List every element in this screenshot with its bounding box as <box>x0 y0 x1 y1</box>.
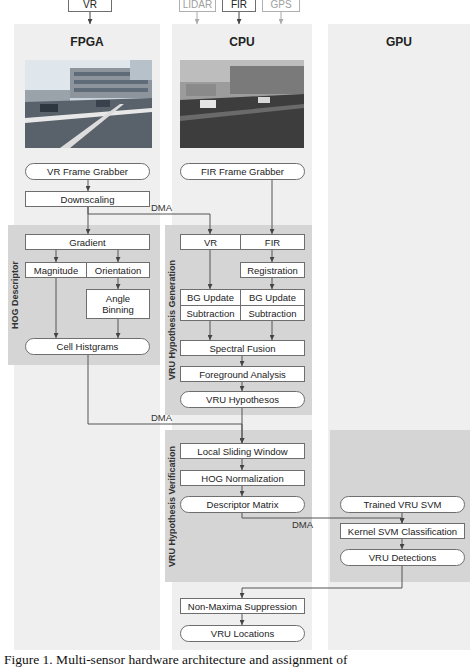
box-text: VRU Detections <box>369 552 437 563</box>
box-text: Gradient <box>69 237 105 248</box>
process-box: Foreground Analysis <box>180 366 305 382</box>
data-terminal: Trained VRU SVM <box>340 496 465 513</box>
process-box: BG Update <box>180 289 241 306</box>
box-text: FIR Frame Grabber <box>201 166 284 177</box>
box-text: Downscaling <box>61 194 115 205</box>
data-terminal: VR Frame Grabber <box>25 163 150 180</box>
stage-group: HOG Descriptor GradientMagnitude Orientati… <box>8 225 160 365</box>
box-text: BG Update <box>187 292 234 303</box>
box-text: Foreground Analysis <box>199 369 286 380</box>
process-box: Downscaling <box>25 191 150 207</box>
box-text: Cell Histgrams <box>57 341 119 352</box>
process-box: Subtraction <box>180 305 241 321</box>
box-text: GPS <box>270 0 291 10</box>
data-terminal: VRU Locations <box>180 625 305 642</box>
box-text: HOG Normalization <box>201 473 283 484</box>
box-text: Kernel SVM Classification <box>348 526 457 537</box>
box-text: LIDAR <box>183 0 212 10</box>
process-box: Spectral Fusion <box>180 340 305 356</box>
box-text: Orientation <box>95 265 141 276</box>
process-box: HOG Normalization <box>180 470 305 486</box>
figure-caption: Figure 1. Multi-sensor hardware architec… <box>4 652 347 667</box>
flow-arrow <box>281 12 282 24</box>
platform-column: FPGAVR Frame GrabberDownscalingHOG Descr… <box>14 24 160 650</box>
column-heading: GPU <box>328 36 470 49</box>
box-text: VR <box>83 0 97 10</box>
stage-group: VRU Hypothesis Generation VR FIR Registrati… <box>165 225 312 415</box>
sensor-box: VR <box>68 0 112 12</box>
group-label: VRU Hypothesis Verification <box>166 430 179 582</box>
sensor-box: GPS <box>262 0 300 12</box>
box-text: BG Update <box>249 292 296 303</box>
box-text: Subtraction <box>186 308 234 319</box>
data-terminal: Descriptor Matrix <box>180 496 305 513</box>
box-text: Trained VRU SVM <box>364 499 442 510</box>
process-box: Angle Binning <box>86 289 150 319</box>
box-text: VR <box>204 237 217 248</box>
platform-column: CPUFIR Frame GrabberVRU Hypothesis Gener… <box>172 24 312 650</box>
sensor-box: LIDAR <box>179 0 216 12</box>
flow-arrow <box>90 12 91 24</box>
process-box: Subtraction <box>240 305 305 321</box>
process-box: Registration <box>240 262 305 278</box>
group-label: VRU Hypothesis Generation <box>166 225 179 415</box>
column-heading: FPGA <box>14 36 160 49</box>
box-text: Registration <box>247 265 298 276</box>
transfer-label: DMA <box>292 520 313 530</box>
flow-arrow <box>197 12 198 24</box>
data-terminal: VRU Detections <box>340 549 465 566</box>
process-box: Non-Maxima Suppression <box>180 598 305 614</box>
process-box: Local Sliding Window <box>180 443 305 459</box>
box-text: FIR <box>265 237 280 248</box>
transfer-label: DMA <box>151 413 172 423</box>
box-text: Magnitude <box>34 265 78 276</box>
column-heading: CPU <box>172 36 312 49</box>
process-box: BG Update <box>240 289 305 306</box>
box-text: Spectral Fusion <box>209 343 275 354</box>
data-terminal: VRU Hypothesos <box>180 391 305 408</box>
box-text: Local Sliding Window <box>197 446 287 457</box>
process-box: Gradient <box>25 234 150 250</box>
platform-column: GPU Trained VRU SVM Kernel SVM Classificat… <box>328 24 470 650</box>
box-text: Non-Maxima Suppression <box>188 601 297 612</box>
data-terminal: Cell Histgrams <box>25 338 150 355</box>
process-box: Orientation <box>86 262 150 278</box>
box-text: Descriptor Matrix <box>207 499 279 510</box>
box-text: VRU Locations <box>211 628 274 639</box>
group-label: HOG Descriptor <box>9 225 22 365</box>
process-box: FIR <box>240 234 305 250</box>
box-text: VR Frame Grabber <box>47 166 128 177</box>
process-box: Magnitude <box>25 262 87 278</box>
box-text: FIR <box>231 0 247 10</box>
box-text: Subtraction <box>248 308 296 319</box>
stage-group: VRU Hypothesis Verification Local Sliding… <box>165 430 312 582</box>
box-text: VRU Hypothesos <box>206 394 279 405</box>
data-terminal: FIR Frame Grabber <box>180 163 305 180</box>
transfer-label: DMA <box>151 203 172 213</box>
flow-arrow <box>239 12 240 24</box>
sensor-box: FIR <box>222 0 256 12</box>
process-box: VR <box>180 234 241 250</box>
box-text: Angle Binning <box>97 293 139 315</box>
process-box: Kernel SVM Classification <box>340 523 465 539</box>
